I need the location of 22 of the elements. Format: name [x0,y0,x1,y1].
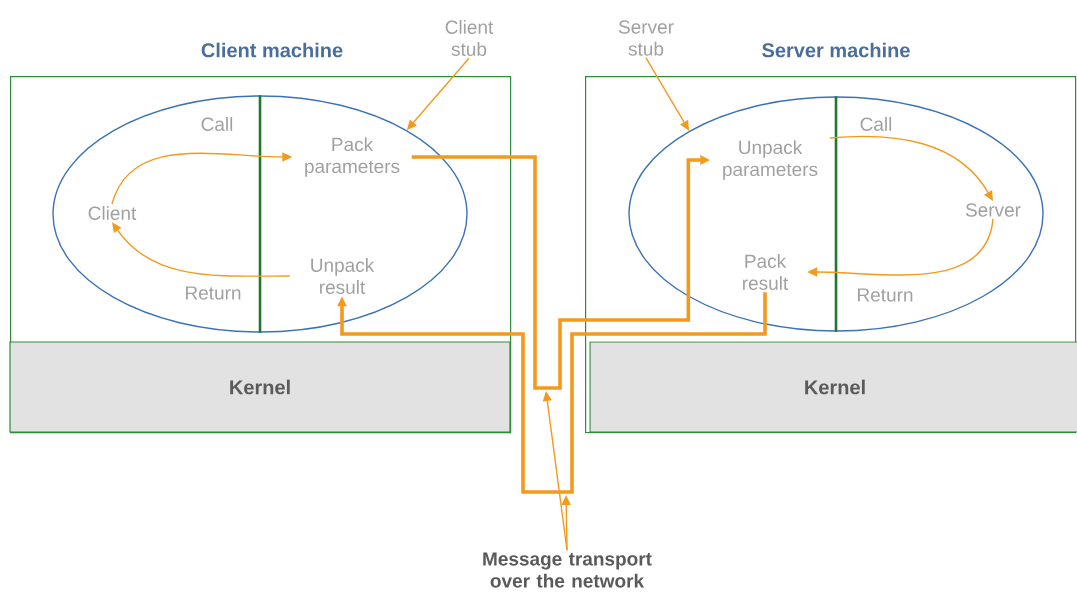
arrow [337,292,767,494]
edge-label: Call [858,116,894,132]
note-text: Message transport over the network [483,552,652,588]
process-label: Unpack parameters [723,140,818,180]
arrow [829,135,993,201]
process-label: Server [965,203,1021,217]
edge-label: Return [855,287,915,303]
process-label: Client [88,206,137,220]
process-label: Pack result [743,254,789,290]
kernel-band: Kernel [589,341,1077,433]
process-label: Unpack result [311,258,375,294]
heading: Client machine [201,42,343,58]
arrow [112,222,291,277]
kernel-band: Kernel [9,341,511,433]
heading: Server machine [762,42,910,58]
edge-label: Call [199,116,235,132]
edge-label: Return [183,285,243,301]
callout-text: Client stub [445,20,494,56]
process-label: Pack parameters [305,137,400,177]
ellipse [628,96,1044,332]
ellipse [52,95,468,333]
callout-text: Server stub [618,20,674,56]
